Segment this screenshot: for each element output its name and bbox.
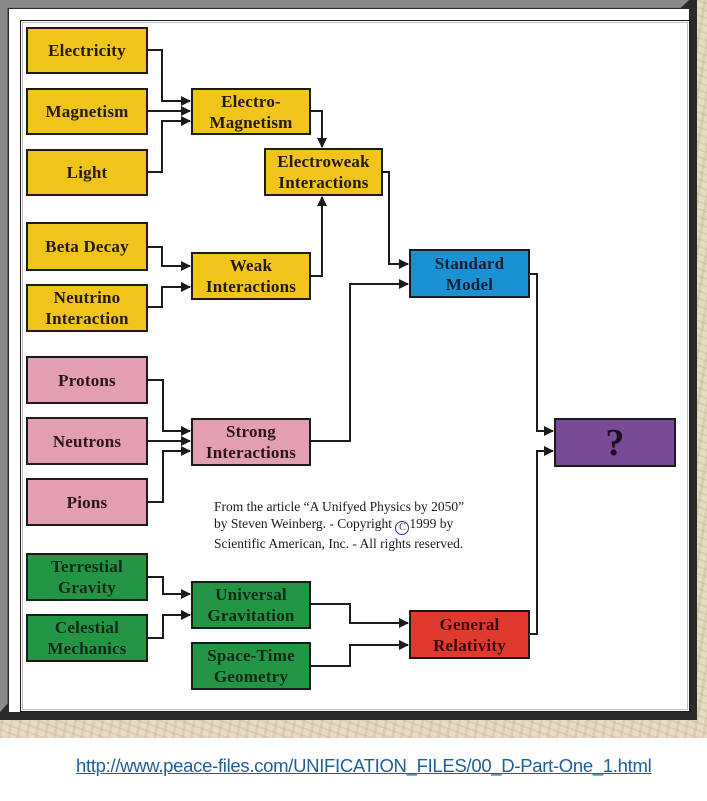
credit-line-2-text: by Steven Weinberg. - Copyright — [214, 516, 396, 531]
credit-line-2-year: 1999 by — [409, 516, 454, 531]
node-universal-gravitation: Universal Gravitation — [191, 581, 311, 629]
node-pions: Pions — [26, 478, 148, 526]
node-weak-interactions: Weak Interactions — [191, 252, 311, 300]
copyright-icon: C — [395, 521, 410, 535]
node-magnetism: Magnetism — [26, 88, 148, 135]
node-neutrino-interaction: Neutrino Interaction — [26, 284, 148, 332]
node-beta-decay: Beta Decay — [26, 222, 148, 271]
credit-line-1: From the article “A Unifyed Physics by 2… — [214, 499, 465, 514]
node-electroweak-interactions: Electroweak Interactions — [264, 148, 383, 196]
node-electromagnetism: Electro- Magnetism — [191, 88, 311, 135]
node-space-time-geometry: Space-Time Geometry — [191, 642, 311, 690]
node-terrestial-gravity: Terrestial Gravity — [26, 553, 148, 601]
credit-note: From the article “A Unifyed Physics by 2… — [214, 498, 514, 552]
node-unknown-theory: ? — [554, 418, 676, 467]
node-protons: Protons — [26, 356, 148, 404]
node-general-relativity: General Relativity — [409, 610, 530, 659]
node-celestial-mechanics: Celestial Mechanics — [26, 614, 148, 662]
node-neutrons: Neutrons — [26, 417, 148, 465]
node-light: Light — [26, 149, 148, 196]
node-standard-model: Standard Model — [409, 249, 530, 298]
node-strong-interactions: Strong Interactions — [191, 418, 311, 466]
source-link[interactable]: http://www.peace-files.com/UNIFICATION_F… — [76, 755, 652, 776]
node-electricity: Electricity — [26, 27, 148, 74]
credit-line-3: Scientific American, Inc. - All rights r… — [214, 536, 464, 551]
